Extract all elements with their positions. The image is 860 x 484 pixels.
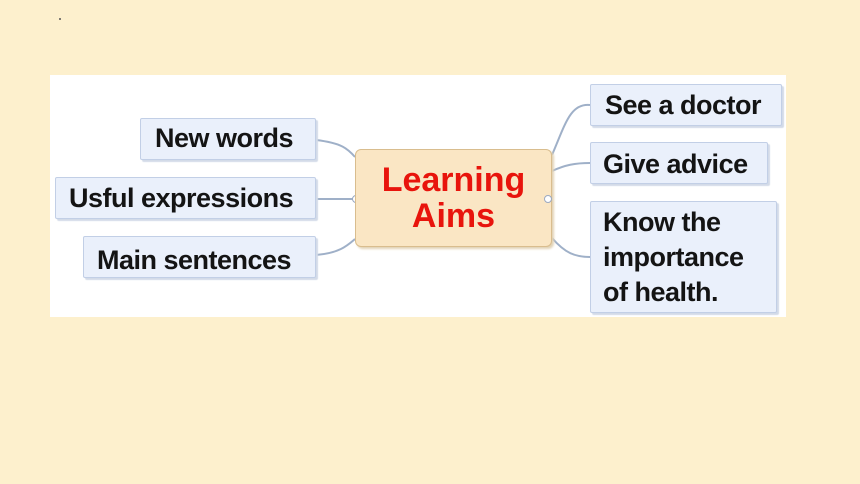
node-main-sentences-label: Main sentences <box>97 245 292 275</box>
connector-new-words <box>315 139 356 158</box>
node-new-words-label: New words <box>155 123 294 153</box>
connector-lines <box>315 103 591 258</box>
node-usful-expressions: Usful expressions <box>55 177 316 219</box>
node-see-a-doctor: See a doctor <box>590 84 782 126</box>
node-see-a-doctor-label: See a doctor <box>605 90 762 120</box>
connector-main-sentences <box>315 238 356 256</box>
central-topic: Learning Aims <box>355 149 552 247</box>
mind-map-panel: New words Usful expressions Main sentenc… <box>50 75 786 317</box>
central-topic-line-1: Learning <box>381 161 526 199</box>
node-know-importance-line-1: Know the <box>603 207 721 237</box>
central-topic-line-2: Aims <box>411 197 496 235</box>
node-give-advice: Give advice <box>590 142 768 184</box>
corner-dot <box>59 18 61 20</box>
connector-see-doctor <box>551 103 591 156</box>
node-main-sentences: Main sentences <box>83 236 316 278</box>
node-know-importance-line-3: of health. <box>603 277 719 307</box>
connector-give-advice <box>551 162 591 172</box>
connector-knob-right <box>544 195 552 203</box>
node-know-importance: Know the importance of health. <box>590 201 777 313</box>
node-usful-expressions-label: Usful expressions <box>69 183 294 213</box>
node-new-words: New words <box>140 118 316 160</box>
node-know-importance-line-2: importance <box>603 242 744 272</box>
connector-know-importance <box>551 237 591 258</box>
node-give-advice-label: Give advice <box>603 149 748 179</box>
